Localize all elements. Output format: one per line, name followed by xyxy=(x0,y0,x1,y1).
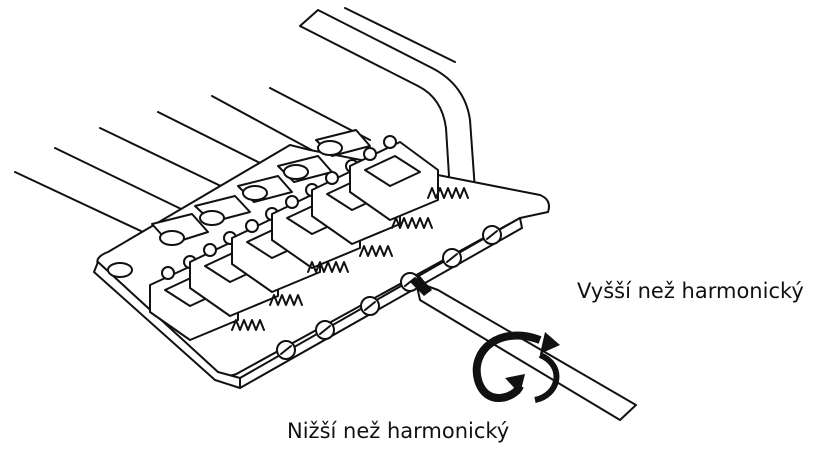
saddles xyxy=(149,135,439,341)
plate-logo-marks xyxy=(107,140,343,278)
string-1 xyxy=(14,171,161,241)
intonation-springs xyxy=(231,187,469,331)
rotation-arrow-icon xyxy=(472,331,560,403)
screwdriver xyxy=(410,276,637,421)
saddle-6 xyxy=(349,135,439,221)
label-higher-than-harmonic: Vyšší než harmonický xyxy=(577,279,804,303)
label-lower-than-harmonic: Nižší než harmonický xyxy=(287,419,510,443)
guitar-strings xyxy=(14,87,371,241)
